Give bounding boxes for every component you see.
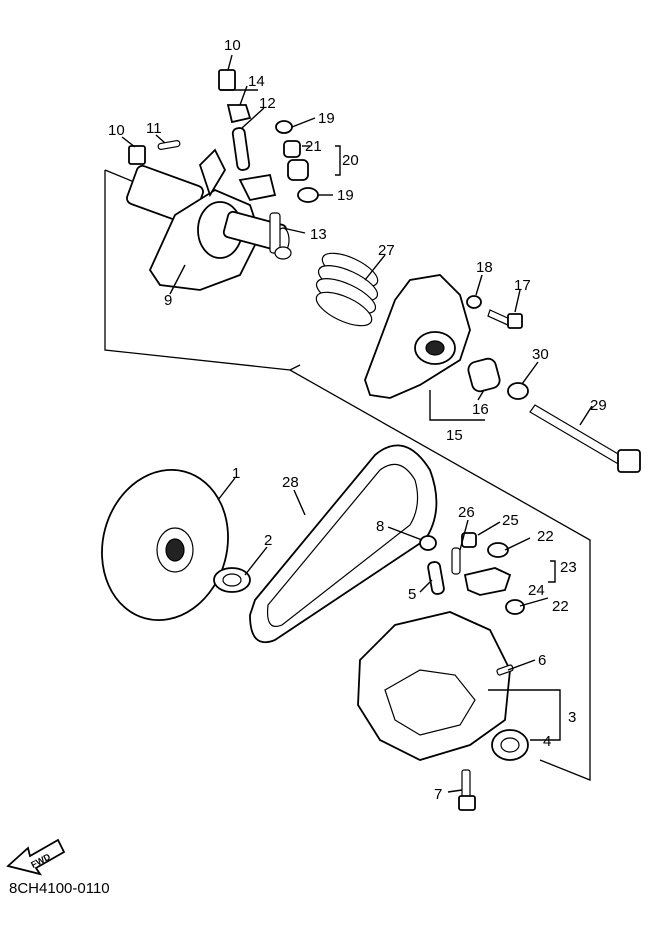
callout-10a: 10	[224, 37, 241, 54]
spring-part-27	[315, 252, 379, 327]
callout-25: 25	[502, 512, 519, 529]
callout-8: 8	[376, 518, 384, 535]
callout-21: 21	[305, 138, 322, 155]
callout-12: 12	[259, 95, 276, 112]
callout-18: 18	[476, 259, 493, 276]
callout-24: 24	[528, 582, 545, 599]
callout-numbers: 10 14 12 10 11 19 21 20 19 13 9 27 18 17…	[108, 37, 607, 803]
callout-30: 30	[532, 346, 549, 363]
sheave-bolts	[458, 664, 514, 811]
callout-14: 14	[248, 73, 265, 90]
leader-lines	[121, 54, 593, 793]
callout-7: 7	[434, 786, 442, 803]
callout-13: 13	[310, 226, 327, 243]
callout-5: 5	[408, 586, 416, 603]
callout-23: 23	[560, 559, 577, 576]
sheave-hub-part-9	[126, 148, 290, 291]
callout-16: 16	[472, 401, 489, 418]
cover-part-15	[364, 274, 501, 399]
callout-17: 17	[514, 277, 531, 294]
callout-15: 15	[446, 427, 463, 444]
callout-29: 29	[590, 397, 607, 414]
callout-11: 11	[146, 120, 162, 137]
callout-26: 26	[458, 504, 475, 521]
collar-part-2	[213, 567, 251, 593]
callout-22b: 22	[552, 598, 569, 615]
callout-22a: 22	[537, 528, 554, 545]
fixed-sheave-part-1	[101, 468, 229, 622]
callout-9: 9	[164, 292, 172, 309]
callout-4: 4	[543, 733, 551, 750]
diagram-code: 8CH4100-0110	[9, 880, 110, 897]
callout-19a: 19	[318, 110, 335, 127]
callout-6: 6	[538, 652, 546, 669]
weight-parts	[419, 532, 525, 615]
callout-2: 2	[264, 532, 272, 549]
callout-28: 28	[282, 474, 299, 491]
callout-27: 27	[378, 242, 395, 259]
callout-3: 3	[568, 709, 576, 726]
callout-1: 1	[232, 465, 240, 482]
fastener-parts	[466, 295, 641, 473]
fwd-arrow-icon: FWD	[6, 838, 66, 876]
callout-19b: 19	[337, 187, 354, 204]
callout-10b: 10	[108, 122, 125, 139]
drive-belt-part-28	[249, 444, 438, 644]
callout-20: 20	[342, 152, 359, 169]
movable-sheave-part-3	[357, 611, 529, 761]
